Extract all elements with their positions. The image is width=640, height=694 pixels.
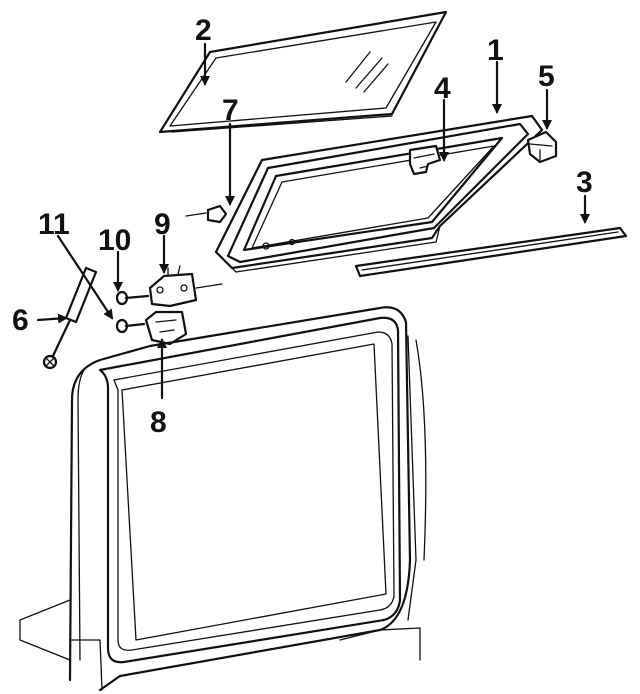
callout-7: 7 xyxy=(222,94,239,127)
body-panel xyxy=(19,306,427,692)
latch xyxy=(408,144,442,176)
screw xyxy=(115,290,150,306)
callout-11: 11 xyxy=(38,208,70,241)
callout-4: 4 xyxy=(434,72,451,105)
callout-8: 8 xyxy=(150,406,167,439)
hinge-lower xyxy=(144,310,188,346)
hinge-upper xyxy=(148,265,223,308)
weatherstrip xyxy=(354,226,628,278)
callout-3: 3 xyxy=(576,166,593,199)
callout-labels: 2 1 4 5 3 7 9 10 11 6 8 xyxy=(12,14,593,439)
bolt xyxy=(115,318,146,334)
callout-1: 1 xyxy=(487,34,504,67)
bumper xyxy=(185,204,228,224)
window-frame xyxy=(214,114,544,273)
leader-lines xyxy=(36,42,590,400)
callout-10: 10 xyxy=(98,224,131,257)
callout-6: 6 xyxy=(12,304,29,337)
callout-5: 5 xyxy=(538,60,555,93)
callout-9: 9 xyxy=(154,208,171,241)
corner-clip xyxy=(526,130,558,164)
callout-2: 2 xyxy=(195,14,212,47)
